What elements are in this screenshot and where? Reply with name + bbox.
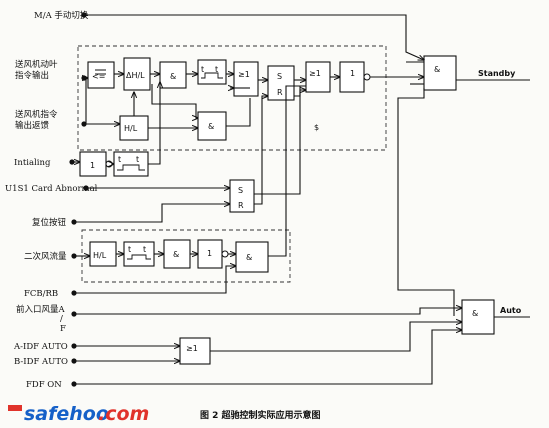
text-not-1: 1 (350, 69, 355, 78)
dashed-group-upper (77, 45, 387, 151)
block-or-idf (179, 337, 211, 365)
label-inlet-damper-line1: 前入口风量A (16, 304, 66, 315)
wire-fdf-to-auto (76, 330, 462, 385)
terminal-b-idf (71, 358, 77, 364)
text-or-2: ≥1 (309, 69, 321, 78)
wire-fcb-to-and4 (76, 266, 236, 294)
wire-inlet-to-auto (76, 308, 462, 315)
text-timer-1-t: t (201, 65, 204, 74)
figure-caption: 图 2 超驰控制实际应用示意图 (200, 409, 321, 421)
terminal-initialing (69, 159, 75, 165)
wire-init-up (148, 86, 161, 165)
output-auto: Auto (500, 306, 522, 315)
label-ma-switch: M/A 手动切换 (34, 10, 89, 21)
block-and-auto (461, 299, 495, 335)
text-delta-hl: ΔH/L (126, 71, 145, 80)
watermark-text: safehoo (24, 403, 109, 425)
wire-and4-to-or2 (268, 85, 306, 257)
text-reset-1: R (277, 88, 283, 97)
output-standby: Standby (478, 69, 516, 78)
bubble-not-2 (221, 250, 229, 258)
watermark-accent-bar (8, 405, 22, 411)
terminal-card-abnormal (83, 185, 89, 191)
wire-ma-to-standby (86, 14, 424, 60)
terminal-a-idf (71, 343, 77, 349)
text-and-1: & (170, 72, 176, 81)
block-and-standby (423, 55, 457, 91)
wire-auto-to-standby (397, 88, 455, 316)
terminal-reset (71, 219, 77, 225)
label-fcb-rb: FCB/RB (24, 289, 58, 299)
label-inlet-damper-line3: F (60, 324, 66, 334)
text-not-init: 1 (90, 161, 95, 170)
label-fdf-on: FDF ON (26, 380, 62, 390)
bubble-not-init (105, 160, 113, 168)
watermark-suffix: .com (98, 403, 149, 425)
text-and-4: & (246, 253, 252, 262)
terminal-air-flow (71, 253, 77, 259)
block-and-4 (235, 241, 269, 273)
label-fan-cmd-line2: 指令输出 (15, 70, 49, 81)
wire-sr2-to-or2 (254, 90, 306, 195)
label-b-idf: B-IDF AUTO (14, 357, 68, 367)
text-and-2: & (208, 122, 214, 131)
timer-waveforms (117, 72, 223, 260)
text-timer-init-t1: t (118, 155, 121, 164)
text-timer-1-t2: t (215, 65, 218, 74)
text-and-3: & (173, 250, 179, 259)
signal-wires (74, 14, 530, 385)
terminal-fcb-rb (71, 290, 77, 296)
terminal-fan-feedback (81, 121, 87, 127)
text-not-2: 1 (207, 249, 212, 258)
text-hl-1: H/L (124, 124, 138, 133)
block-timer-init (113, 151, 149, 177)
label-air-flow: 二次风流量 (24, 251, 67, 262)
label-fan-cmd-line1: 送风机动叶 (15, 59, 58, 70)
block-not-init (79, 151, 107, 177)
text-timer-2-t1: t (128, 245, 131, 254)
timer-1-waveform (201, 72, 223, 79)
label-fan-feedback-line1: 送风机指令 (15, 109, 58, 120)
block-sr-latch-1 (267, 65, 295, 101)
block-and-1 (159, 61, 187, 89)
wire-and2-up (226, 98, 251, 127)
label-initialing: Intialing (14, 158, 51, 168)
less-equal-glyph (95, 69, 106, 75)
timer-2-waveform (127, 254, 151, 260)
text-set-1: S (277, 72, 282, 81)
label-inlet-damper-line2: / (60, 314, 63, 324)
bubble-not-1 (363, 73, 371, 81)
block-sr-latch-2 (229, 179, 255, 213)
block-or-1 (233, 61, 259, 97)
watermark-logo: safehoo .com (8, 403, 149, 425)
label-fan-feedback-line2: 输出返馈 (15, 120, 50, 131)
label-card-abnormal: U1S1 Card Abnormal (5, 184, 98, 194)
label-reset: 复位按钮 (32, 217, 67, 228)
text-or-1: ≥1 (238, 70, 250, 79)
timer-init-waveform (117, 164, 145, 171)
terminal-ma-switch (81, 12, 87, 18)
text-or-idf: ≥1 (186, 344, 198, 353)
note-mark: $ (314, 123, 319, 132)
terminal-fdf-on (71, 381, 77, 387)
terminal-inlet-damper (71, 311, 77, 317)
text-set-2: S (238, 186, 243, 195)
text-reset-2: R (238, 201, 244, 210)
text-less-equal: <= (92, 72, 105, 81)
text-timer-init-t2: t (136, 155, 139, 164)
block-less-equal (87, 61, 115, 89)
wire-reset-to-sr2 (76, 204, 230, 223)
text-timer-2-t2: t (143, 245, 146, 254)
input-terminals (69, 12, 89, 387)
text-hl-2: H/L (93, 251, 107, 260)
block-hl-1 (119, 115, 149, 141)
text-and-auto: & (472, 309, 478, 318)
wire-or-to-auto (210, 322, 462, 352)
wire-reset-to-sr1 (254, 96, 268, 205)
label-a-idf: A-IDF AUTO (13, 342, 68, 352)
text-and-standby: & (434, 65, 440, 74)
wire-and1-to-and2 (151, 84, 198, 118)
